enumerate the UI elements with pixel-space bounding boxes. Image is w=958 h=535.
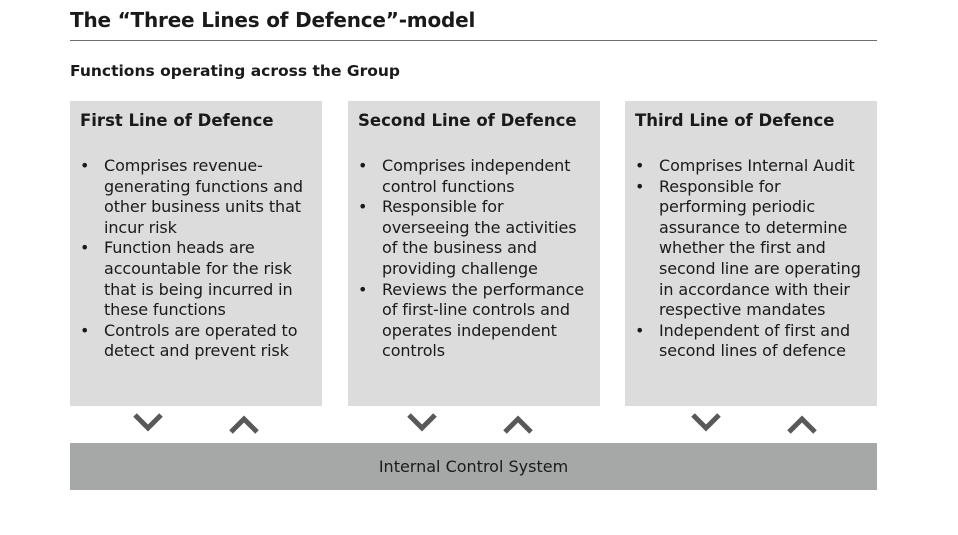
bullet-item: Comprises Internal Audit bbox=[635, 156, 867, 177]
chevron-up-icon bbox=[228, 412, 260, 434]
first-line-box: First Line of Defence Comprises revenue-… bbox=[70, 101, 322, 406]
third-line-box: Third Line of Defence Comprises Internal… bbox=[625, 101, 877, 406]
bullet-item: Function heads are accountable for the r… bbox=[80, 238, 312, 320]
bullet-item: Reviews the performance of first-line co… bbox=[358, 280, 590, 362]
first-line-heading: First Line of Defence bbox=[80, 111, 274, 130]
chevron-down-icon bbox=[406, 412, 438, 434]
title-divider bbox=[70, 40, 877, 41]
chevron-down-icon bbox=[690, 412, 722, 434]
chevron-up-icon bbox=[502, 412, 534, 434]
second-line-box: Second Line of Defence Comprises indepen… bbox=[348, 101, 600, 406]
chevron-up-icon bbox=[786, 412, 818, 434]
first-line-bullets: Comprises revenue-generating functions a… bbox=[80, 156, 312, 362]
bullet-item: Comprises independent control functions bbox=[358, 156, 590, 197]
bullet-item: Responsible for overseeing the activitie… bbox=[358, 197, 590, 279]
bullet-item: Responsible for performing periodic assu… bbox=[635, 177, 867, 321]
bullet-item: Independent of first and second lines of… bbox=[635, 321, 867, 362]
section-subtitle: Functions operating across the Group bbox=[70, 62, 400, 80]
second-line-heading: Second Line of Defence bbox=[358, 111, 577, 130]
second-line-bullets: Comprises independent control functions … bbox=[358, 156, 590, 362]
internal-control-system-label: Internal Control System bbox=[378, 457, 569, 476]
bullet-item: Comprises revenue-generating functions a… bbox=[80, 156, 312, 238]
third-line-heading: Third Line of Defence bbox=[635, 111, 835, 130]
chevron-down-icon bbox=[132, 412, 164, 434]
third-line-bullets: Comprises Internal Audit Responsible for… bbox=[635, 156, 867, 362]
bullet-item: Controls are operated to detect and prev… bbox=[80, 321, 312, 362]
page-title: The “Three Lines of Defence”-model bbox=[70, 8, 476, 32]
internal-control-system-bar: Internal Control System bbox=[70, 443, 877, 490]
